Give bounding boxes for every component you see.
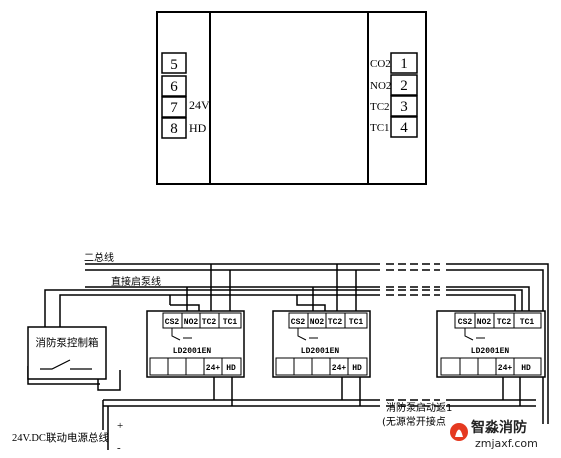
svg-text:NO2: NO2 [310,318,325,327]
svg-text:CS2: CS2 [458,318,473,327]
terminal-8: 8 [170,121,178,137]
svg-text:CS2: CS2 [165,318,180,327]
svg-text:TC2: TC2 [328,318,343,327]
svg-text:HD: HD [226,364,236,373]
right-terminal-block: 1 2 3 4 CO2 NO2 TC2 TC1 [370,52,418,138]
svg-text:24+: 24+ [498,364,513,373]
bus-label: 二总线 [84,251,114,264]
terminal-1: 1 [400,56,408,72]
label-24v: 24V [189,98,210,112]
module-model: LD2001EN [173,347,212,356]
top-module: 5 6 7 8 24V HD 1 2 3 4 CO2 NO2 TC2 TC1 [156,11,427,185]
pump-control-box: 消防泵控制箱 [27,326,107,380]
direct-line-label: 直接启泵线 [111,275,161,288]
power-bus-label: 24V.DC联动电源总线 [12,431,109,444]
svg-text:TC1: TC1 [223,318,238,327]
svg-text:TC2: TC2 [497,318,512,327]
watermark-brand: 智淼消防 [470,419,527,436]
svg-text:CS2: CS2 [291,318,306,327]
terminal-2: 2 [400,78,408,94]
terminal-7: 7 [170,100,178,116]
minus-sign: - [117,442,121,454]
svg-text:NO2: NO2 [184,318,199,327]
feedback-label-2: (无源常开接点 [382,415,446,428]
label-no2: NO2 [370,80,391,92]
terminal-4: 4 [400,120,408,136]
module-1: CS2 NO2 TC2 TC1 LD2001EN 24+ HD [146,310,245,378]
svg-text:NO2: NO2 [477,318,492,327]
svg-text:24+: 24+ [332,364,347,373]
left-terminal-block: 5 6 7 8 24V HD [161,52,210,139]
svg-text:TC1: TC1 [520,318,535,327]
terminal-5: 5 [170,57,178,73]
terminal-6: 6 [170,79,178,95]
feedback-label-1: 消防泵启动返1 [386,401,452,414]
pump-box-label: 消防泵控制箱 [36,336,99,349]
svg-text:TC1: TC1 [349,318,364,327]
label-hd: HD [189,121,207,135]
module-body [156,11,427,185]
module-model: LD2001EN [471,347,510,356]
svg-text:24+: 24+ [206,364,221,373]
watermark: 智淼消防 zmjaxf.com [450,419,538,450]
svg-text:HD: HD [352,364,362,373]
module-3: CS2 NO2 TC2 TC1 LD2001EN 24+ HD [436,310,546,378]
label-tc1: TC1 [370,122,390,134]
svg-text:TC2: TC2 [202,318,217,327]
watermark-url: zmjaxf.com [475,437,538,450]
plus-sign: + [117,420,123,432]
label-tc2: TC2 [370,101,390,113]
svg-text:HD: HD [521,364,531,373]
label-co2: CO2 [370,58,391,70]
wiring-lines [27,263,549,450]
module-model: LD2001EN [301,347,340,356]
module-2: CS2 NO2 TC2 TC1 LD2001EN 24+ HD [272,310,371,378]
terminal-3: 3 [400,99,408,115]
